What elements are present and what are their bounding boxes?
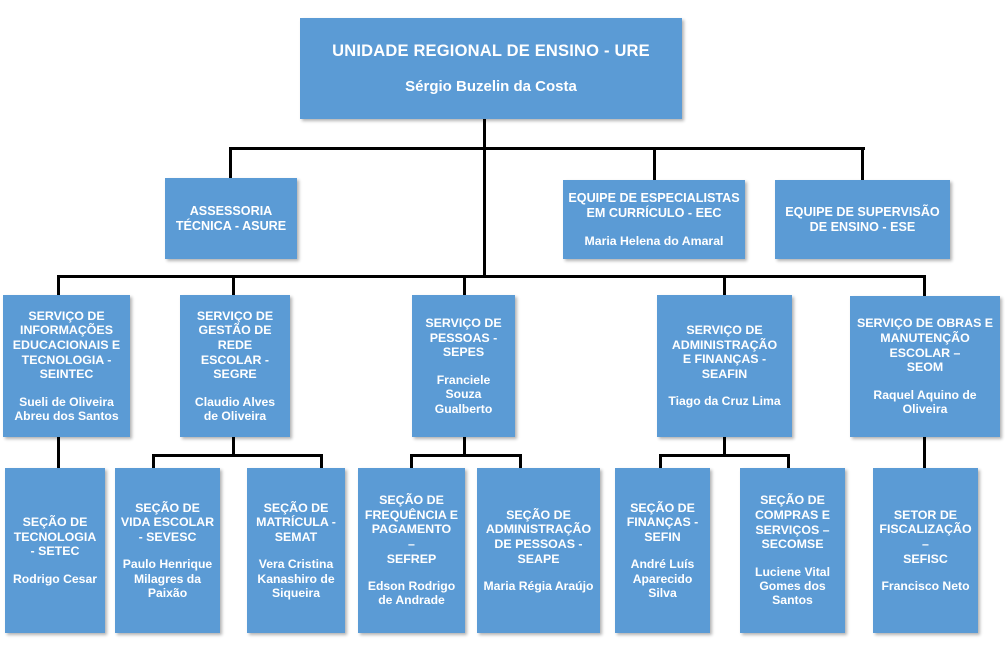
node-seafin-title: SERVIÇO DE ADMINISTRAÇÃO E FINANÇAS - SE… <box>671 323 778 382</box>
node-seape-title: SEÇÃO DE ADMINISTRAÇÃO DE PESSOAS - SEAP… <box>485 507 592 566</box>
node-sevesc-person: Paulo Henrique Milagres da Paixão <box>122 557 213 601</box>
node-seafin[interactable]: SERVIÇO DE ADMINISTRAÇÃO E FINANÇAS - SE… <box>657 295 792 437</box>
node-sefisc-person: Francisco Neto <box>881 578 970 593</box>
connector-level3-drop-seintec <box>57 275 60 296</box>
connector-level3-drop-seom <box>923 275 926 296</box>
connector-sepes-bar <box>410 454 522 457</box>
node-ese-title: EQUIPE DE SUPERVISÃO DE ENSINO - ESE <box>785 204 940 234</box>
connector-sepes-stem <box>463 437 466 455</box>
connector-segre-drop-sevesc <box>152 454 155 468</box>
connector-level2-drop-ese <box>861 147 864 180</box>
node-seom-person: Raquel Aquino de Oliveira <box>873 387 977 417</box>
node-ese[interactable]: EQUIPE DE SUPERVISÃO DE ENSINO - ESE <box>775 180 950 259</box>
node-semat-person: Vera Cristina Kanashiro de Siqueira <box>257 557 335 601</box>
node-asure[interactable]: ASSESSORIA TÉCNICA - ASURE <box>165 178 297 259</box>
node-eec-person: Maria Helena do Amaral <box>584 233 724 248</box>
node-secomse-person: Luciene Vital Gomes dos Santos <box>755 564 830 608</box>
connector-level2-drop-eec <box>653 147 656 180</box>
node-ure[interactable]: UNIDADE REGIONAL DE ENSINO - URE Sérgio … <box>300 18 682 119</box>
node-setec-person: Rodrigo Cesar <box>13 571 97 586</box>
node-ure-person: Sérgio Buzelin da Costa <box>405 77 577 95</box>
connector-seafin-drop-secomse <box>787 454 790 468</box>
connector-segre-bar <box>152 454 323 457</box>
node-setec[interactable]: SEÇÃO DE TECNOLOGIA - SETEC Rodrigo Cesa… <box>5 468 105 633</box>
node-eec[interactable]: EQUIPE DE ESPECIALISTAS EM CURRÍCULO - E… <box>563 180 745 259</box>
node-seape[interactable]: SEÇÃO DE ADMINISTRAÇÃO DE PESSOAS - SEAP… <box>477 468 600 633</box>
node-sepes-person: Franciele Souza Gualberto <box>434 372 493 416</box>
node-secomse[interactable]: SEÇÃO DE COMPRAS E SERVIÇOS – SECOMSE Lu… <box>740 468 845 633</box>
connector-seafin-bar <box>659 454 790 457</box>
node-sefin[interactable]: SEÇÃO DE FINANÇAS - SEFIN André Luís Apa… <box>615 468 710 633</box>
connector-segre-drop-semat <box>320 454 323 468</box>
node-sevesc-title: SEÇÃO DE VIDA ESCOLAR - SEVESC <box>120 500 215 544</box>
node-sefrep[interactable]: SEÇÃO DE FREQUÊNCIA E PAGAMENTO – SEFREP… <box>358 468 465 633</box>
connector-level3-drop-sepes <box>463 275 466 296</box>
node-sefisc[interactable]: SETOR DE FISCALIZAÇÃO – SEFISC Francisco… <box>873 468 978 633</box>
connector-level3-bar <box>57 275 926 278</box>
node-sevesc[interactable]: SEÇÃO DE VIDA ESCOLAR - SEVESC Paulo Hen… <box>115 468 220 633</box>
connector-sepes-drop-sefrep <box>410 454 413 468</box>
node-sefrep-person: Edson Rodrigo de Andrade <box>367 579 456 608</box>
node-asure-title: ASSESSORIA TÉCNICA - ASURE <box>175 203 287 233</box>
node-sefin-title: SEÇÃO DE FINANÇAS - SEFIN <box>626 500 699 544</box>
connector-level2-drop-asure <box>229 147 232 179</box>
connector-seom-sefisc <box>923 437 926 468</box>
connector-root-trunk <box>483 119 486 278</box>
connector-seafin-stem <box>723 437 726 455</box>
node-semat-title: SEÇÃO DE MATRÍCULA - SEMAT <box>256 500 336 544</box>
connector-level3-drop-segre <box>232 275 235 296</box>
node-ure-title: UNIDADE REGIONAL DE ENSINO - URE <box>332 41 650 60</box>
node-seintec-person: Sueli de Oliveira Abreu dos Santos <box>14 394 119 423</box>
node-seom[interactable]: SERVIÇO DE OBRAS E MANUTENÇÃO ESCOLAR – … <box>850 296 1000 437</box>
connector-level2-bar <box>229 147 865 150</box>
node-seintec[interactable]: SERVIÇO DE INFORMAÇÕES EDUCACIONAIS E TE… <box>3 295 130 437</box>
connector-seintec-setec <box>57 437 60 468</box>
node-secomse-title: SEÇÃO DE COMPRAS E SERVIÇOS – SECOMSE <box>754 493 831 552</box>
node-sefrep-title: SEÇÃO DE FREQUÊNCIA E PAGAMENTO – SEFREP <box>364 493 459 566</box>
connector-segre-stem <box>232 437 235 455</box>
node-sefin-person: André Luís Aparecido Silva <box>630 557 695 601</box>
node-seintec-title: SERVIÇO DE INFORMAÇÕES EDUCACIONAIS E TE… <box>12 308 121 382</box>
node-segre[interactable]: SERVIÇO DE GESTÃO DE REDE ESCOLAR - SEGR… <box>180 295 290 437</box>
node-eec-title: EQUIPE DE ESPECIALISTAS EM CURRÍCULO - E… <box>568 190 740 220</box>
connector-seafin-drop-sefin <box>659 454 662 468</box>
node-segre-title: SERVIÇO DE GESTÃO DE REDE ESCOLAR - SEGR… <box>196 308 274 382</box>
node-setec-title: SEÇÃO DE TECNOLOGIA - SETEC <box>13 514 97 559</box>
connector-level3-drop-seafin <box>723 275 726 296</box>
connector-sepes-drop-seape <box>519 454 522 468</box>
node-sepes[interactable]: SERVIÇO DE PESSOAS - SEPES Franciele Sou… <box>412 295 515 437</box>
node-seafin-person: Tiago da Cruz Lima <box>668 394 781 409</box>
node-segre-person: Claudio Alves de Oliveira <box>194 394 276 423</box>
node-sefisc-title: SETOR DE FISCALIZAÇÃO – SEFISC <box>879 507 972 566</box>
node-sepes-title: SERVIÇO DE PESSOAS - SEPES <box>425 316 502 360</box>
node-seape-person: Maria Régia Araújo <box>483 578 594 593</box>
node-seom-title: SERVIÇO DE OBRAS E MANUTENÇÃO ESCOLAR – … <box>856 316 994 375</box>
node-semat[interactable]: SEÇÃO DE MATRÍCULA - SEMAT Vera Cristina… <box>247 468 345 633</box>
